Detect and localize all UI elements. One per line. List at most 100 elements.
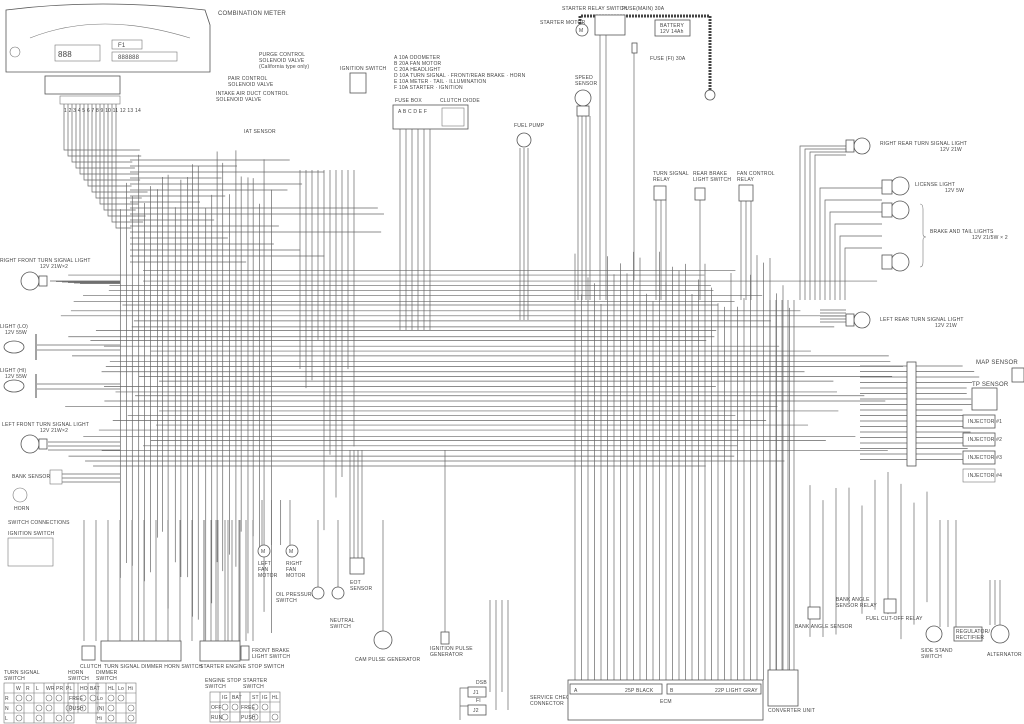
wire: [111, 104, 144, 223]
label-purge: (California type only): [259, 64, 309, 70]
cam-pulse-generator: [373, 630, 393, 650]
fan-motor-symbol: M: [289, 549, 293, 555]
label-converter: CONVERTER UNIT: [768, 708, 815, 714]
wire: [814, 154, 846, 300]
oil-pressure-switch: [311, 586, 325, 600]
injector-label: INJECTOR #4: [968, 473, 1002, 479]
meter-speed-display: 888: [58, 50, 72, 59]
label-oil-pressure: SWITCH: [276, 598, 297, 604]
fuse-item: D 10A TURN SIGNAL · FRONT/REAR BRAKE · H…: [394, 73, 526, 79]
meter-pin-labels: 1 2 3 4 5 6 7 8 9 10 11 12 13 14: [64, 108, 141, 114]
front-lights: [3, 271, 63, 503]
label-bank-angle: BANK ANGLE SENSOR: [795, 624, 853, 630]
speed-sensor-connector: [576, 105, 590, 117]
label-starter-relay: STARTER RELAY SWITCH: [562, 6, 627, 12]
injector-label: INJECTOR #1: [968, 419, 1002, 425]
label-regulator: REGULATOR/: [956, 629, 990, 635]
contact-point: [221, 713, 229, 721]
label-turn-relay: RELAY: [653, 177, 670, 183]
label-purge: SOLENOID VALVE: [259, 58, 305, 64]
contact-point: [251, 703, 259, 711]
wire: [67, 104, 142, 157]
contact-point: [15, 714, 23, 722]
ecm-25p-black: 25P BLACK: [625, 688, 654, 694]
fan-motor-symbol: M: [261, 549, 265, 555]
ecm-22p-gray: 22P LIGHT GRAY: [715, 688, 758, 694]
relay-j2: [467, 704, 487, 716]
table-col-header: L: [36, 686, 39, 692]
wire: [844, 247, 882, 300]
ecm-label: ECM: [660, 699, 672, 705]
diagram-title: COMBINATION METER: [218, 11, 286, 17]
clutch-diode: [441, 107, 465, 127]
label-right-fan: MOTOR: [286, 573, 306, 579]
relay-tag: DSB: [476, 680, 487, 686]
injectors: INJECTOR #1 INJECTOR #2 INJECTOR #3 INJE…: [962, 414, 1002, 483]
wire: [107, 104, 146, 217]
ecm-connector-b: B: [670, 688, 674, 694]
label-starter-motor: STARTER MOTOR: [540, 20, 586, 26]
label-right-front-turn: RIGHT FRONT TURN SIGNAL LIGHT: [0, 258, 91, 264]
label-turn-relay: TURN SIGNAL: [653, 171, 689, 177]
label-neutral: SWITCH: [330, 624, 351, 630]
label-intake: SOLENOID VALVE: [216, 97, 262, 103]
label-speed-sensor: SPEED: [575, 75, 593, 81]
starter-engine-stop-switch: [199, 640, 241, 662]
meter-odo-display: 888888: [118, 55, 140, 61]
switch-table: [67, 682, 99, 714]
wire: [839, 235, 882, 300]
wire: [75, 104, 135, 169]
label-front-brake: LIGHT SWITCH: [252, 654, 290, 660]
injector-label: INJECTOR #3: [968, 455, 1002, 461]
speed-sensor: [574, 89, 592, 107]
label-fuse-box: FUSE BOX: [395, 98, 422, 104]
label-ignition-switch-small: IGNITION SWITCH: [8, 531, 55, 537]
fuse-box-letters: A B C D E F: [398, 109, 427, 115]
label-horn-switch: SWITCH: [68, 676, 89, 682]
label-left-fan: LEFT: [258, 561, 271, 567]
wire: [63, 104, 140, 151]
table-row-header: RUN: [211, 715, 223, 721]
table-row-header: PUSH: [69, 706, 84, 712]
bank-angle-sensor: [807, 606, 821, 620]
fuse-item: E 10A METER · TAIL · ILLUMINATION: [394, 79, 486, 85]
label-tp-sensor: TP SENSOR: [972, 382, 1009, 388]
ignition-pulse-generator: [440, 631, 450, 645]
contact-point: [65, 714, 73, 722]
tp-sensor: [971, 387, 998, 411]
fuel-cut-off-relay: [883, 598, 897, 614]
regulator-rectifier: [953, 626, 983, 642]
fuse-item: F 10A STARTER · IGNITION: [394, 85, 463, 91]
label-neutral: NEUTRAL: [330, 618, 355, 624]
table-col-header: HL: [272, 695, 279, 701]
table-col-header: ST: [252, 695, 259, 701]
label-left-front-turn: 12V 21W×2: [40, 428, 68, 434]
right-fan-motor: [285, 544, 299, 558]
wire-harness: [37, 35, 1001, 710]
label-brake-tail: 12V 21/5W × 2: [972, 235, 1008, 241]
label-front-brake: FRONT BRAKE: [252, 648, 290, 654]
front-brake-light-switch: [240, 645, 250, 661]
label-headlight-hi: LIGHT (HI): [0, 368, 26, 374]
injector-label: INJECTOR #2: [968, 437, 1002, 443]
contact-point: [35, 704, 43, 712]
table-col-header: R: [26, 686, 30, 692]
label-alternator: ALTERNATOR: [987, 652, 1022, 658]
label-cam-pulse: CAM PULSE GENERATOR: [355, 657, 420, 663]
label-st-switch: SWITCH: [243, 684, 264, 690]
contact-point: [79, 694, 87, 702]
table-row-header: (N): [97, 706, 105, 712]
table-col-header: PL: [66, 686, 73, 692]
label-rear-brake: LIGHT SWITCH: [693, 177, 731, 183]
label-regulator: RECTIFIER: [956, 635, 984, 641]
contact-point: [231, 703, 239, 711]
turn-signal-relay: [653, 185, 667, 201]
contact-point: [45, 694, 53, 702]
ignition-switch: [349, 72, 367, 94]
wire: [804, 148, 846, 300]
contact-point: [127, 714, 135, 722]
label-ts-switch: SWITCH: [4, 676, 25, 682]
label-left-fan: MOTOR: [258, 573, 278, 579]
label-speed-sensor: SENSOR: [575, 81, 598, 87]
battery: [654, 19, 691, 37]
